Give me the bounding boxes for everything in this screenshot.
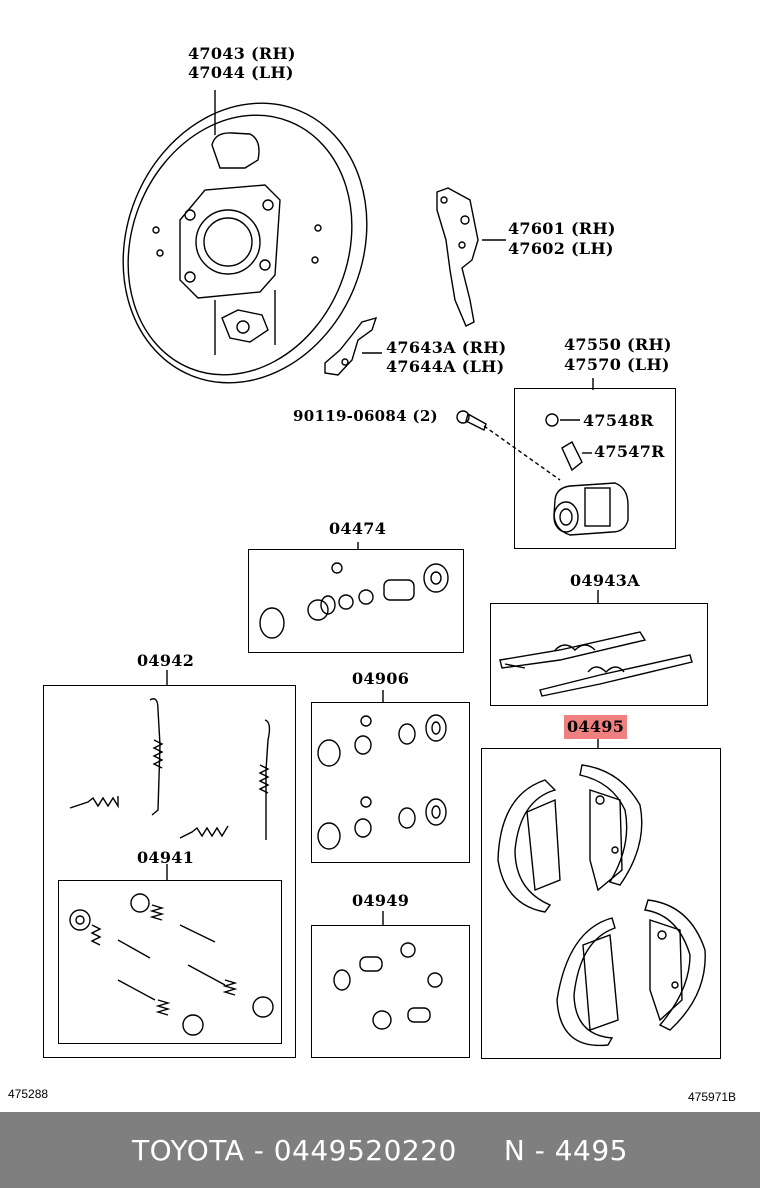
label-kit-04941: 04941 — [137, 848, 195, 867]
label-kit-04949: 04949 — [352, 891, 410, 910]
parking-lever-drawing — [436, 187, 506, 327]
kit-04943a-drawing — [499, 590, 693, 697]
kit-04941-box — [58, 880, 282, 1044]
label-kit-04943a: 04943A — [570, 571, 640, 590]
footer-part-number: TOYOTA - 0449520220 N - 4495 — [132, 1133, 628, 1167]
label-kit-04906: 04906 — [352, 669, 410, 688]
kit-04906-drawing — [317, 690, 447, 850]
label-kit-04474: 04474 — [329, 519, 387, 538]
backing-plate-drawing — [122, 90, 368, 384]
kit-04474-drawing — [259, 542, 449, 639]
kit-04941-drawing — [69, 864, 274, 1036]
label-cylinder-lh: 47570 (LH) — [564, 355, 670, 374]
kit-04949-drawing — [333, 911, 443, 1030]
label-backing-plate-rh: 47043 (RH) — [188, 44, 296, 63]
label-bolt: 90119-06084 (2) — [293, 407, 438, 425]
wheel-cylinder-box — [514, 388, 676, 549]
kit-04942-box — [43, 685, 296, 1058]
corner-code-right: 475971B — [688, 1090, 737, 1104]
label-kit-04495-highlighted: 04495 — [564, 715, 628, 739]
label-bleeder-cap: 47548R — [583, 411, 654, 430]
label-lever-lh: 47602 (LH) — [508, 239, 614, 258]
label-kit-04942: 04942 — [137, 651, 195, 670]
label-strut-rh: 47643A (RH) — [386, 338, 507, 357]
footer-bar: TOYOTA - 0449520220 N - 4495 — [0, 1112, 760, 1188]
bolt-drawing — [456, 410, 561, 481]
strut-drawing — [324, 316, 382, 376]
kit-04906-box — [311, 702, 470, 863]
kit-04949-box — [311, 925, 470, 1058]
label-lever-rh: 47601 (RH) — [508, 219, 616, 238]
label-bleeder-plug: 47547R — [594, 442, 665, 461]
label-cylinder-rh: 47550 (RH) — [564, 335, 672, 354]
label-strut-lh: 47644A (LH) — [386, 357, 505, 376]
kit-04495-box — [481, 748, 721, 1059]
kit-04474-box — [248, 549, 464, 653]
kit-04942-drawing — [69, 670, 271, 840]
wheel-cylinder-drawing — [545, 378, 629, 536]
brake-exploded-diagram — [69, 90, 706, 1047]
corner-code-left: 475288 — [8, 1087, 49, 1101]
kit-04495-brake-shoes-drawing — [497, 737, 706, 1047]
label-backing-plate-lh: 47044 (LH) — [188, 63, 294, 82]
kit-04943a-box — [490, 603, 708, 706]
